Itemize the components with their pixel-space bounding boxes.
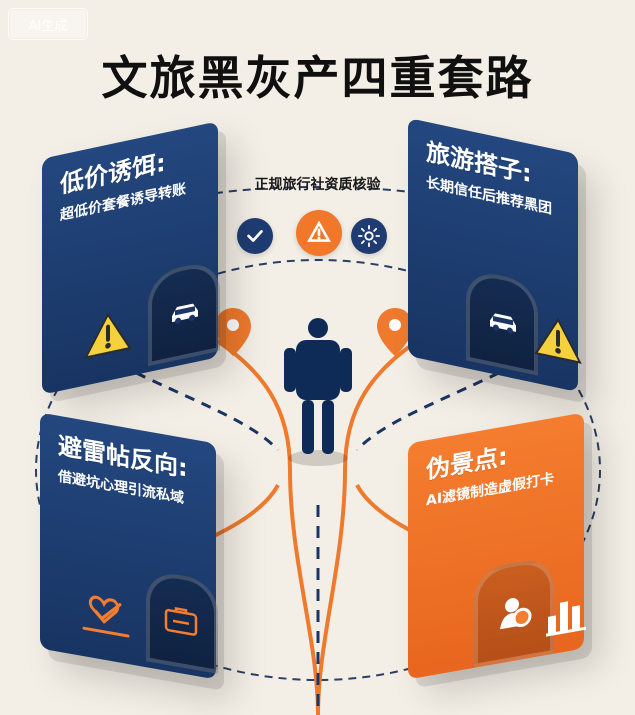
- page-title: 文旅黑灰产四重套路: [101, 51, 534, 105]
- outer-ellipse: [35, 259, 601, 681]
- road-navy-right: [355, 363, 516, 452]
- road-orange-right: [316, 333, 429, 715]
- person-arm-right: [340, 348, 352, 392]
- location-pin-icon: [377, 308, 413, 356]
- suitcase-icon: [164, 602, 198, 642]
- gear-icon: [358, 225, 380, 247]
- person-head: [308, 318, 328, 338]
- road-lines: [119, 333, 516, 715]
- person-icon: [494, 589, 534, 640]
- road-orange-left: [206, 333, 320, 715]
- car-icon: [486, 307, 520, 342]
- person-leg-left: [302, 400, 314, 454]
- warning-icon: [534, 313, 582, 369]
- badge-gear-icon: [351, 218, 387, 254]
- road-navy-left: [119, 363, 280, 452]
- person-arm-left: [284, 348, 296, 392]
- panel-low-price-bait: 低价诱饵: 超低价套餐诱导转账: [42, 121, 220, 395]
- badge-alert-icon: [296, 210, 342, 256]
- person-body: [296, 340, 340, 400]
- location-pins: [215, 308, 413, 356]
- road-orange-bottom-left: [204, 484, 280, 542]
- tunnel-arch: [474, 555, 554, 668]
- person-silhouette: [284, 318, 352, 466]
- chart-icon: [544, 590, 588, 642]
- alert-icon: [307, 220, 331, 242]
- tunnel-arch: [146, 569, 218, 674]
- panel-travel-buddy: 旅游搭子: 长期信任后推荐黑团: [408, 117, 582, 393]
- panel-fake-scenic-spot: 伪景点: AI滤镜制造虚假打卡: [408, 412, 586, 680]
- tunnel-arch: [466, 268, 538, 376]
- panel-anti-scam-reverse: 避雷帖反向: 借避坑心理引流私域: [40, 412, 218, 680]
- tunnel-arch: [148, 258, 220, 367]
- check-icon: [247, 230, 263, 242]
- ai-watermark: AI生成: [8, 8, 88, 40]
- badge-check-icon: [237, 218, 273, 254]
- person-shadow: [288, 450, 348, 466]
- person-leg-right: [322, 400, 334, 454]
- location-pin-icon: [215, 308, 251, 356]
- warning-icon: [84, 308, 132, 364]
- center-label: 正规旅行社资质核验: [254, 177, 381, 193]
- car-icon: [168, 297, 202, 332]
- heart-icon: [78, 587, 134, 645]
